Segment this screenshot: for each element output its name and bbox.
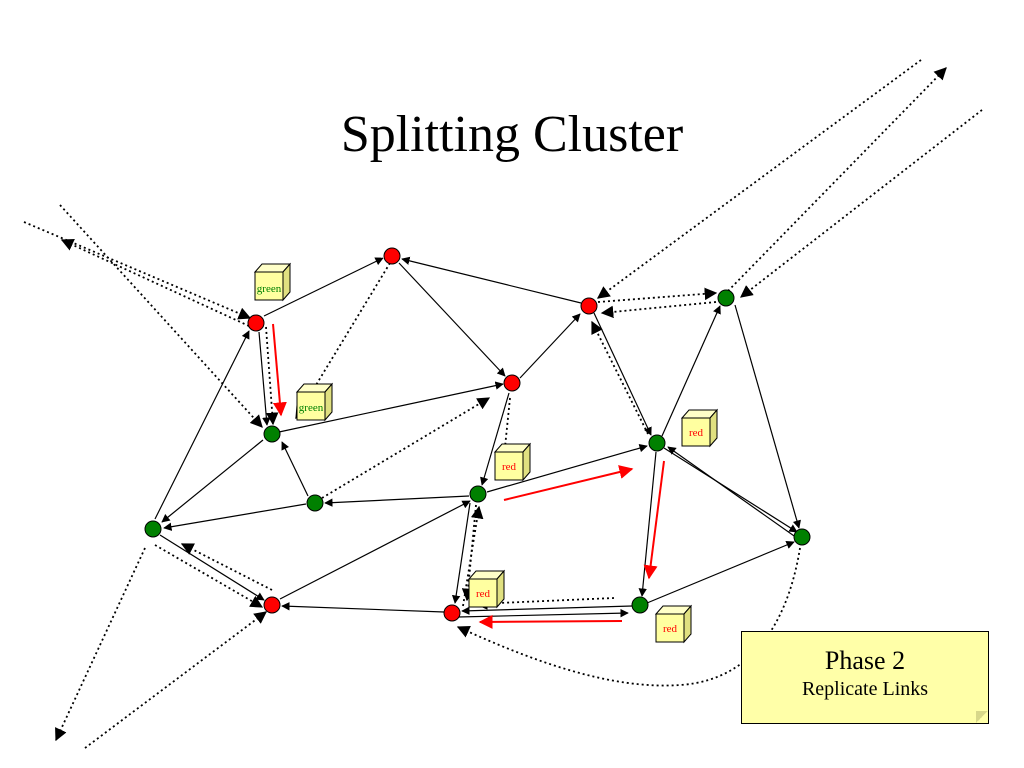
cube-red-3 (467, 569, 506, 609)
cube-green-1 (253, 262, 292, 302)
link (663, 447, 798, 533)
link (154, 330, 250, 520)
link (646, 541, 795, 604)
dotted-link (321, 397, 491, 499)
dotted-link (84, 611, 268, 749)
green-node (793, 528, 811, 546)
dotted-link (462, 505, 484, 607)
link (486, 444, 648, 493)
link (263, 257, 384, 317)
cube-label: red (689, 427, 704, 439)
dotted-link (180, 543, 273, 591)
nodes (144, 247, 811, 622)
cube-label: red (502, 461, 517, 473)
red-arrow (478, 614, 623, 629)
link (281, 441, 309, 497)
red-node (580, 297, 598, 315)
slide-title: Splitting Cluster (340, 106, 684, 163)
link (163, 503, 307, 531)
link (161, 439, 264, 523)
link (281, 602, 445, 613)
cube-label: green (257, 283, 282, 295)
red-arrow (272, 323, 287, 417)
red-node (443, 604, 461, 622)
cube-red-1 (680, 408, 719, 448)
link (258, 331, 271, 426)
link (278, 381, 504, 433)
link (324, 495, 470, 507)
link (457, 608, 629, 618)
note-subtitle: Replicate Links (801, 678, 929, 700)
green-node (306, 494, 324, 512)
cube-red-2 (493, 442, 532, 482)
green-node (144, 520, 162, 538)
link (661, 305, 721, 437)
dotted-link (265, 326, 279, 426)
phase-note: Phase 2 Replicate Links (741, 631, 989, 724)
cube-green-2 (295, 382, 334, 422)
link (480, 392, 510, 486)
link (519, 313, 581, 379)
dotted-link (60, 239, 250, 327)
red-node (503, 374, 521, 392)
cube-label: green (299, 402, 324, 414)
dotted-link (591, 320, 649, 435)
red-arrows (272, 323, 665, 629)
link (667, 446, 798, 539)
link (593, 312, 652, 436)
dotted-link (154, 544, 264, 608)
dotted-link (597, 287, 718, 303)
red-arrow (643, 460, 665, 580)
link (398, 262, 506, 377)
green-node (263, 425, 281, 443)
cube-markers (253, 262, 719, 644)
cube-label: red (663, 623, 678, 635)
link (451, 502, 471, 604)
green-node (469, 485, 487, 503)
link (159, 534, 265, 601)
dotted-link (497, 397, 511, 469)
link (279, 500, 471, 600)
link (461, 605, 633, 615)
dotted-link (59, 204, 263, 428)
cube-red-4 (654, 604, 693, 644)
green-node (648, 434, 666, 452)
solid-links (154, 256, 801, 618)
green-node (631, 596, 649, 614)
dotted-link (740, 109, 983, 298)
red-node (247, 314, 265, 332)
cube-label: red (476, 588, 491, 600)
dotted-link (55, 547, 146, 742)
red-node (383, 247, 401, 265)
green-node (717, 289, 735, 307)
cube-labels: green green red red red red (257, 283, 704, 635)
red-node (263, 596, 281, 614)
note-fold (976, 711, 988, 723)
link (401, 256, 582, 304)
dotted-link (461, 504, 477, 602)
dotted-link (600, 301, 717, 319)
link (734, 304, 801, 529)
note-title: Phase 2 (824, 646, 906, 675)
red-arrow (503, 465, 634, 501)
dotted-link (727, 67, 947, 292)
dotted-link (596, 59, 922, 299)
dotted-link (23, 221, 252, 320)
